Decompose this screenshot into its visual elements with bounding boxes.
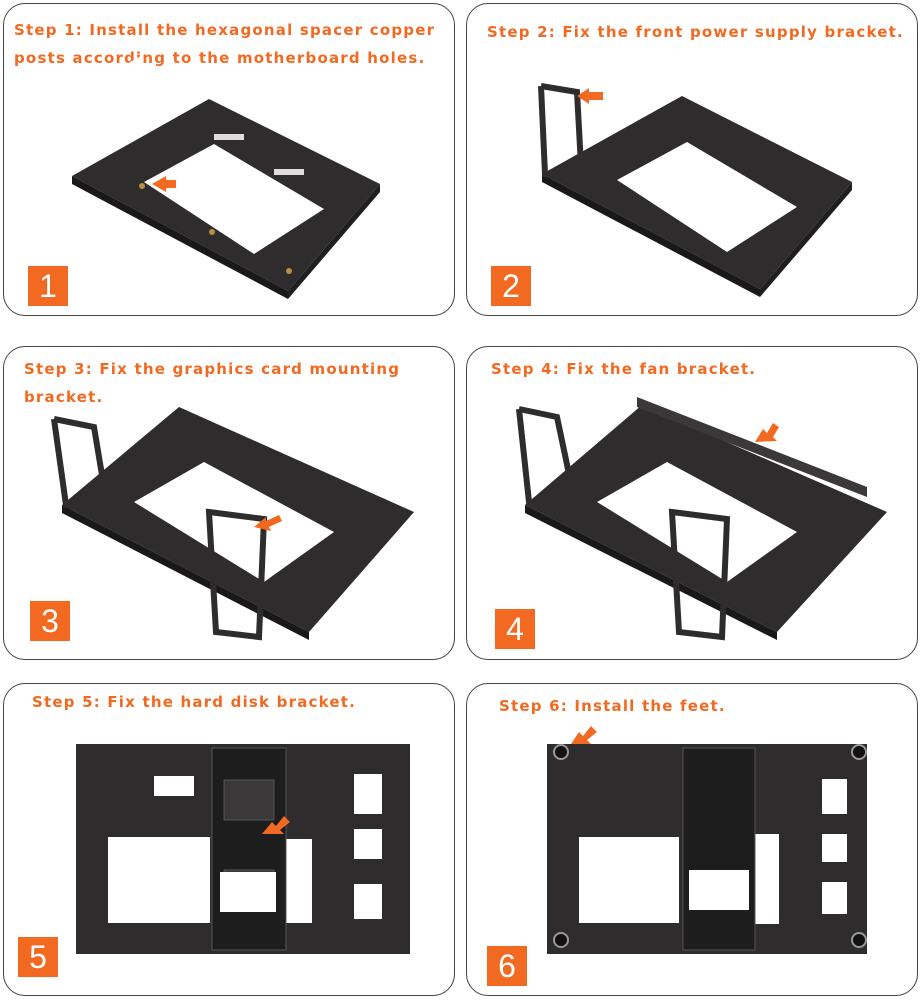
step-4-text: Step 4: Fix the fan bracket. (491, 360, 757, 378)
step-4-number-badge: 4 (495, 609, 535, 649)
feet (553, 744, 867, 948)
step-6-text: Step 6: Install the feet. (499, 697, 726, 715)
open-frame-chassis-illustration (538, 83, 852, 297)
step-1-text: Step 1: Install the hexagonal spacer cop… (14, 21, 436, 67)
open-frame-chassis-illustration (51, 407, 414, 641)
open-frame-chassis-top-view (547, 726, 867, 954)
open-frame-chassis-illustration (72, 56, 380, 299)
step-5-number-badge: 5 (18, 937, 58, 977)
step-2-text: Step 2: Fix the front power supply brack… (487, 23, 904, 41)
step-2-panel: Step 2: Fix the front power supply brack… (466, 3, 918, 316)
step-4-panel: Step 4: Fix the fan bracket. 4 (466, 346, 918, 660)
step-5-text: Step 5: Fix the hard disk bracket. (32, 693, 357, 711)
step-1-number-badge: 1 (28, 266, 68, 306)
step-3-panel: Step 3: Fix the graphics card mounting b… (3, 346, 455, 660)
step-2-number-badge: 2 (491, 266, 531, 306)
step-6-panel: Step 6: Install the feet. 6 (466, 683, 918, 996)
step-3-number-badge: 3 (30, 601, 70, 641)
step-5-panel: Step 5: Fix the hard disk bracket. 5 (3, 683, 455, 996)
step-3-text: Step 3: Fix the graphics card mounting b… (24, 360, 401, 406)
step-6-number-badge: 6 (487, 946, 527, 986)
step-1-panel: Step 1: Install the hexagonal spacer cop… (3, 3, 455, 316)
open-frame-chassis-top-view (76, 744, 410, 954)
open-frame-chassis-illustration (516, 397, 887, 641)
